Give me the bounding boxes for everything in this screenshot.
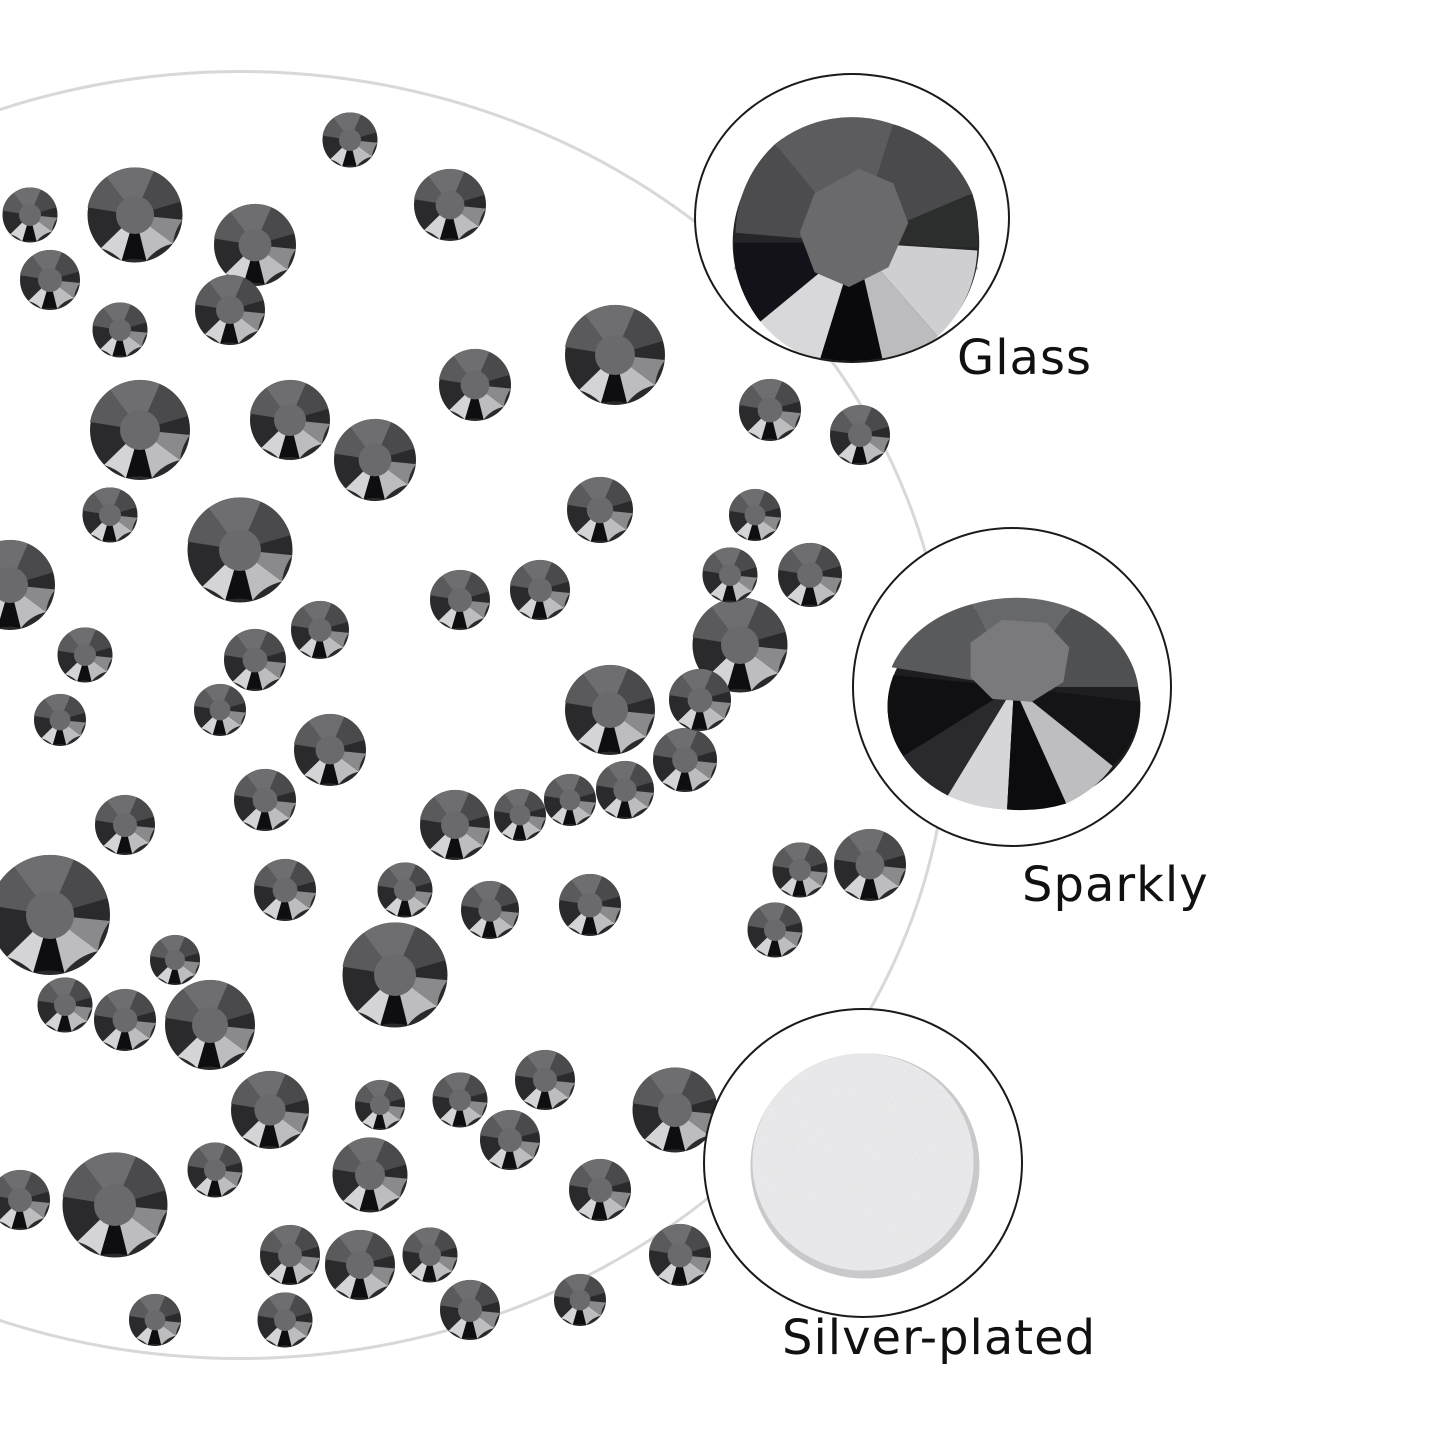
sparkly-label: Sparkly	[1022, 857, 1209, 913]
silver-foil-backing-icon	[750, 1053, 980, 1279]
glass-callout-circle	[694, 73, 1010, 363]
faceted-rhinestone-top-view-icon	[732, 117, 980, 361]
glass-label: Glass	[957, 330, 1092, 386]
silver-plated-label: Silver-plated	[782, 1310, 1097, 1366]
silver-plated-callout-circle	[703, 1008, 1023, 1318]
sparkly-callout-circle	[852, 527, 1172, 847]
faceted-rhinestone-angled-view-icon	[887, 597, 1141, 811]
